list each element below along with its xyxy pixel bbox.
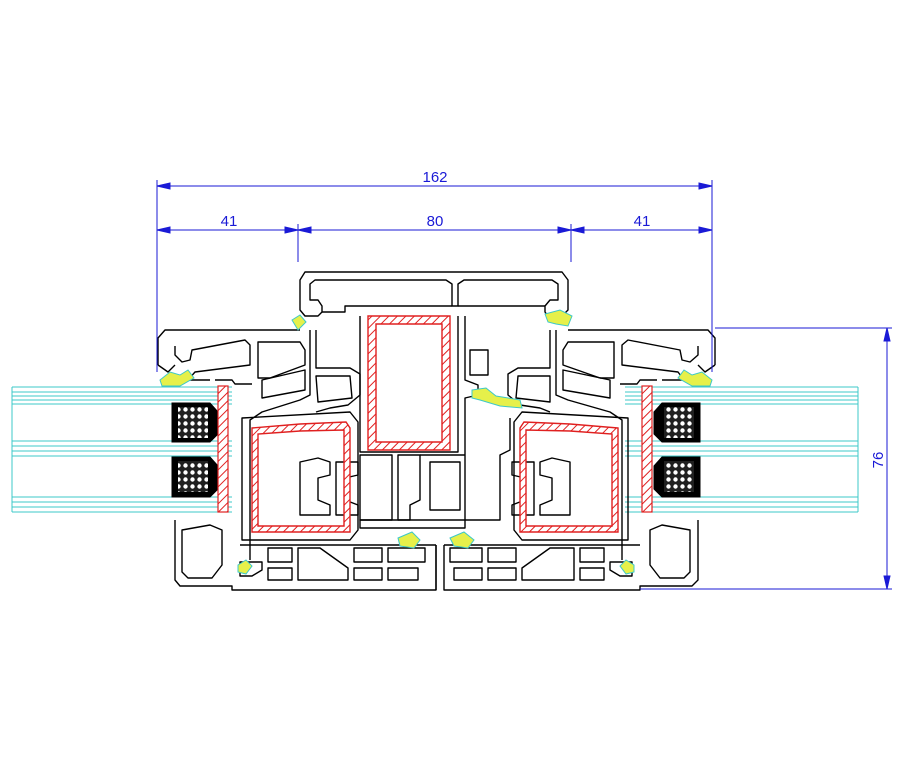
gaskets — [159, 309, 713, 575]
dimension-center: 80 — [427, 213, 444, 230]
right-reinforcement — [519, 421, 619, 533]
dimension-right-sash: 41 — [634, 213, 651, 230]
left-glass-unit — [11, 386, 232, 513]
frame-profile — [157, 271, 716, 591]
right-glazing-bead-strip — [641, 385, 653, 513]
left-spacer-top — [171, 402, 219, 443]
left-glazing-bead-strip — [217, 385, 229, 513]
dimension-lines — [156, 180, 892, 590]
dimension-overall-width: 162 — [422, 169, 447, 186]
left-reinforcement — [251, 421, 351, 533]
right-spacer-bottom — [653, 456, 701, 498]
dimension-depth: 76 — [870, 452, 887, 469]
right-spacer-top — [653, 402, 701, 443]
dimension-left-sash: 41 — [221, 213, 238, 230]
left-spacer-bottom — [171, 456, 219, 498]
center-reinforcement — [367, 315, 451, 451]
